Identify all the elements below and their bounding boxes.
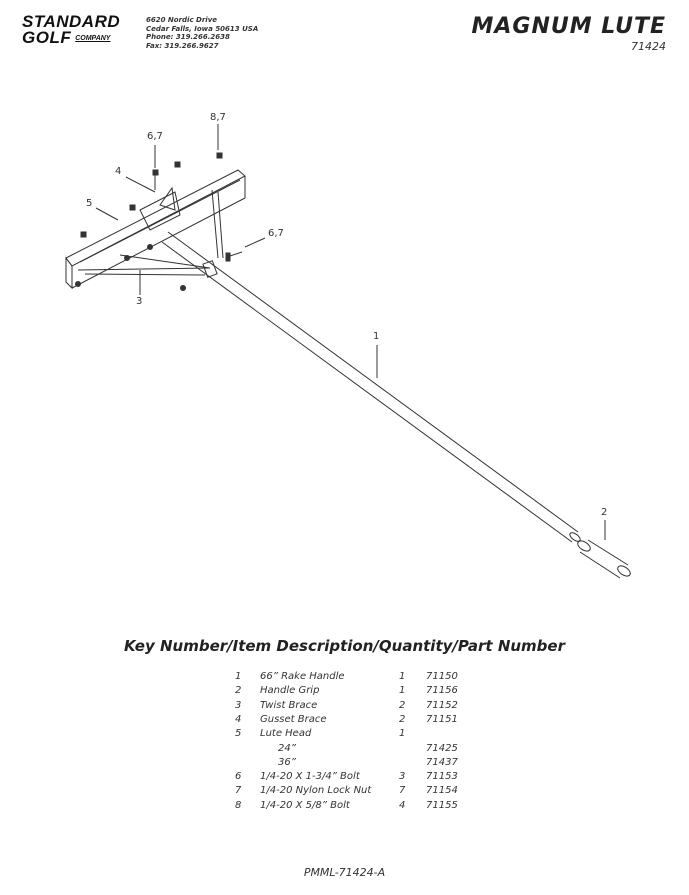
item-description: 1/4-20 X 5/8” Bolt	[260, 799, 350, 811]
quantity: 1	[399, 671, 406, 682]
key-number: 2	[235, 685, 242, 697]
logo-line1: STANDARD	[22, 12, 121, 31]
part-number: 71437	[426, 756, 458, 768]
quantity: 3	[399, 771, 406, 783]
company-address: 6620 Nordic Drive Cedar Falls, Iowa 5061…	[146, 16, 258, 50]
callout-6-7: 6,7	[147, 131, 163, 142]
fax: Fax: 319.266.9627	[146, 41, 219, 50]
item-description: 1/4-20 Nylon Lock Nut	[260, 785, 372, 797]
quantity: 7	[399, 785, 406, 797]
callout-8-7: 8,7	[210, 112, 226, 123]
part-number: 71155	[426, 799, 458, 811]
logo-line2: GOLF	[22, 28, 72, 47]
item-description: Handle Grip	[260, 685, 320, 697]
callout-3: 3	[136, 296, 143, 307]
logo-company: COMPANY	[75, 34, 111, 42]
part-number: 71156	[426, 685, 458, 697]
callout-6-7: 6,7	[268, 228, 284, 239]
item-description: 36”	[278, 756, 296, 768]
callout-5: 5	[86, 198, 93, 209]
part-number: 71154	[426, 785, 458, 797]
parts-row: 2 Handle Grip 1 71156	[0, 685, 689, 699]
part-number: 71152	[426, 699, 458, 711]
key-number: 3	[235, 699, 242, 711]
quantity: 1	[399, 685, 406, 697]
twist-brace	[77, 254, 218, 278]
product-title: MAGNUM LUTE	[471, 14, 666, 39]
handle-grip	[577, 539, 631, 579]
leader-lines	[95, 124, 606, 540]
key-number: 4	[235, 713, 242, 725]
gusset-brace	[139, 186, 224, 259]
bolts	[75, 152, 243, 291]
parts-heading: Key Number/Item Description/Quantity/Par…	[124, 637, 565, 655]
address-line: 6620 Nordic Drive	[146, 16, 218, 24]
quantity: 2	[399, 699, 406, 711]
quantity: 1	[399, 728, 406, 740]
callout-2: 2	[601, 507, 608, 518]
key-number: 1	[235, 671, 242, 682]
address-line: Cedar Falls, Iowa 50613 USA	[146, 24, 259, 33]
item-description: Twist Brace	[260, 699, 318, 711]
item-description: Lute Head	[260, 728, 312, 740]
quantity: 4	[399, 799, 406, 811]
item-description: Gusset Brace	[260, 713, 327, 725]
key-number: 7	[235, 785, 242, 797]
key-number: 6	[235, 771, 242, 783]
product-number: 71424	[631, 40, 666, 53]
exploded-diagram	[65, 124, 631, 579]
parts-row: 1 66” Rake Handle 1 71150	[0, 671, 689, 685]
part-number: 71425	[426, 742, 458, 754]
key-number: 5	[235, 728, 242, 740]
parts-row: 5 Lute Head 1	[0, 728, 689, 742]
parts-row: 4 Gusset Brace 2 71151	[0, 714, 689, 728]
quantity: 2	[399, 713, 406, 725]
callout-4: 4	[115, 166, 122, 177]
key-number: 8	[235, 799, 242, 811]
parts-row: 24” 71425	[0, 743, 689, 757]
callout-1: 1	[373, 331, 380, 342]
rake-handle	[161, 231, 581, 543]
part-number: 71150	[426, 671, 458, 682]
part-number: 71153	[426, 771, 458, 783]
item-description: 1/4-20 X 1-3/4” Bolt	[260, 771, 360, 783]
parts-row: 8 1/4-20 X 5/8” Bolt 4 71155	[0, 800, 689, 814]
parts-row: 7 1/4-20 Nylon Lock Nut 7 71154	[0, 785, 689, 799]
lute-head	[65, 169, 246, 290]
parts-row: 36” 71437	[0, 757, 689, 771]
document-id: PMML-71424-A	[303, 866, 386, 879]
part-number: 71151	[426, 713, 458, 725]
parts-row: 6 1/4-20 X 1-3/4” Bolt 3 71153	[0, 771, 689, 785]
item-description: 66” Rake Handle	[260, 671, 345, 682]
parts-row: 3 Twist Brace 2 71152	[0, 700, 689, 714]
item-description: 24”	[278, 742, 296, 754]
phone: Phone: 319.266.2638	[146, 33, 230, 41]
